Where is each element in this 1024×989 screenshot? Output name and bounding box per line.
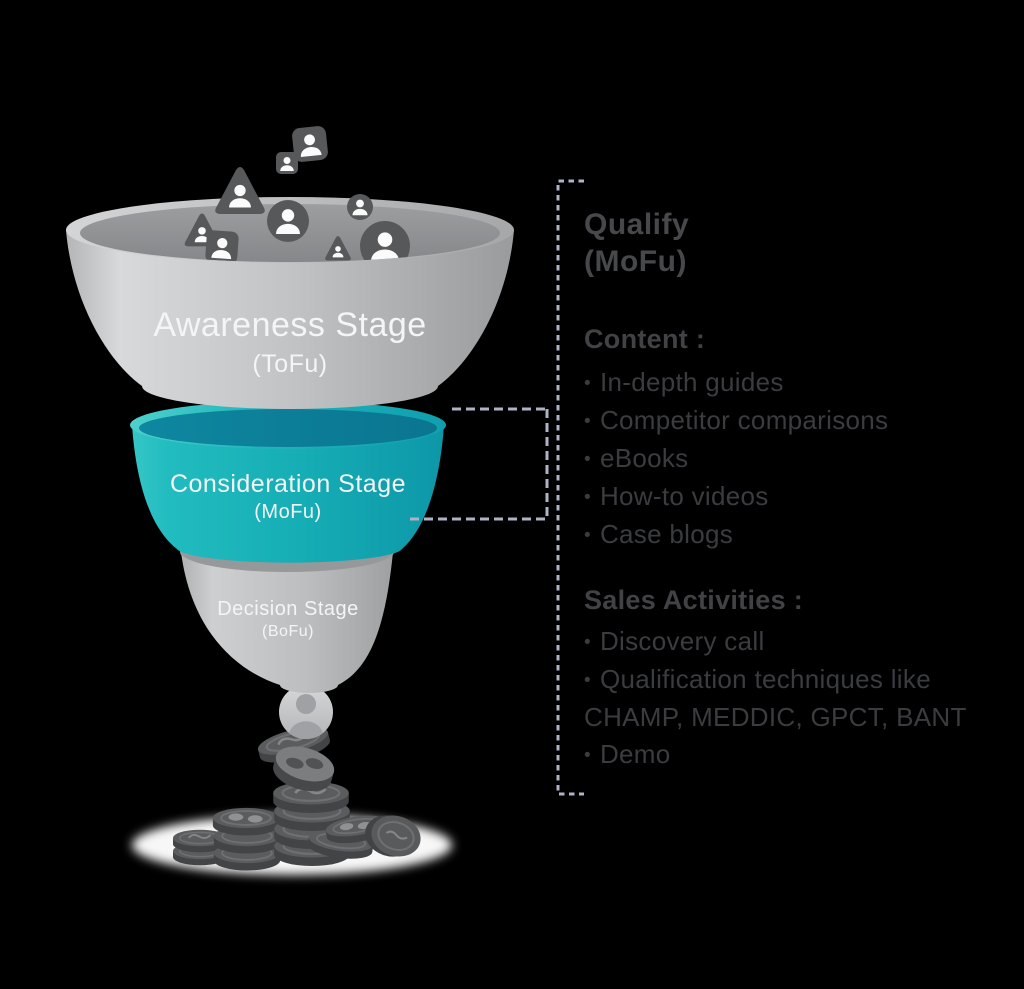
bullet-icon: •	[584, 632, 591, 653]
bullet-icon: •	[584, 411, 591, 432]
person-in-square-icon	[205, 230, 239, 262]
person-in-circle-icon	[347, 194, 373, 220]
mofu-sublabel: (MoFu)	[254, 501, 322, 523]
panel-title: Qualify (MoFu)	[584, 206, 984, 280]
qualify-panel: Qualify (MoFu) Content : •In-depth guide…	[584, 206, 984, 774]
tofu-sublabel: (ToFu)	[252, 350, 328, 378]
bullet-icon: •	[584, 745, 591, 766]
bullet-icon: •	[584, 487, 591, 508]
content-list: •In-depth guides •Competitor comparisons…	[584, 364, 972, 554]
panel-title-line2: (MoFu)	[584, 245, 687, 278]
content-heading: Content :	[584, 324, 706, 354]
list-item: •Case blogs	[584, 519, 734, 549]
list-item: •Demo	[584, 739, 671, 769]
mofu-connector-dashes	[410, 407, 549, 521]
sales-activities-heading: Sales Activities :	[584, 585, 804, 615]
consideration-stage-label: Consideration Stage	[169, 470, 407, 498]
funnel-stage-consideration	[130, 401, 446, 563]
panel-title-line1: Qualify	[584, 208, 690, 241]
list-item: •Discovery call	[584, 626, 765, 656]
person-in-circle-icon	[267, 200, 309, 242]
bullet-icon: •	[584, 525, 591, 546]
bullet-icon: •	[584, 449, 591, 470]
list-item: •Competitor comparisons	[584, 405, 889, 435]
person-in-triangle-icon	[215, 167, 265, 214]
person-in-square-icon	[276, 152, 298, 174]
sales-activities-list: •Discovery call •Qualification technique…	[584, 623, 972, 774]
list-item: •eBooks	[584, 443, 689, 473]
coin-stack-icons	[173, 781, 421, 872]
falling-coin-icons	[255, 722, 335, 792]
decision-stage-label: Decision Stage	[217, 598, 359, 620]
bofu-sublabel: (BoFu)	[262, 623, 314, 640]
bullet-icon: •	[584, 373, 591, 394]
standing-coin-icon	[365, 815, 421, 857]
list-item: •How-to videos	[584, 481, 769, 511]
awareness-stage-label: Awareness Stage	[153, 306, 427, 344]
audience-icons-falling	[215, 126, 373, 242]
panel-bracket-dashes	[556, 179, 584, 796]
list-item: •Qualification techniques like CHAMP, ME…	[584, 664, 967, 732]
list-item: •In-depth guides	[584, 367, 784, 397]
person-ball-icon	[279, 685, 333, 739]
bullet-icon: •	[584, 670, 591, 691]
person-in-square-icon	[292, 126, 328, 162]
